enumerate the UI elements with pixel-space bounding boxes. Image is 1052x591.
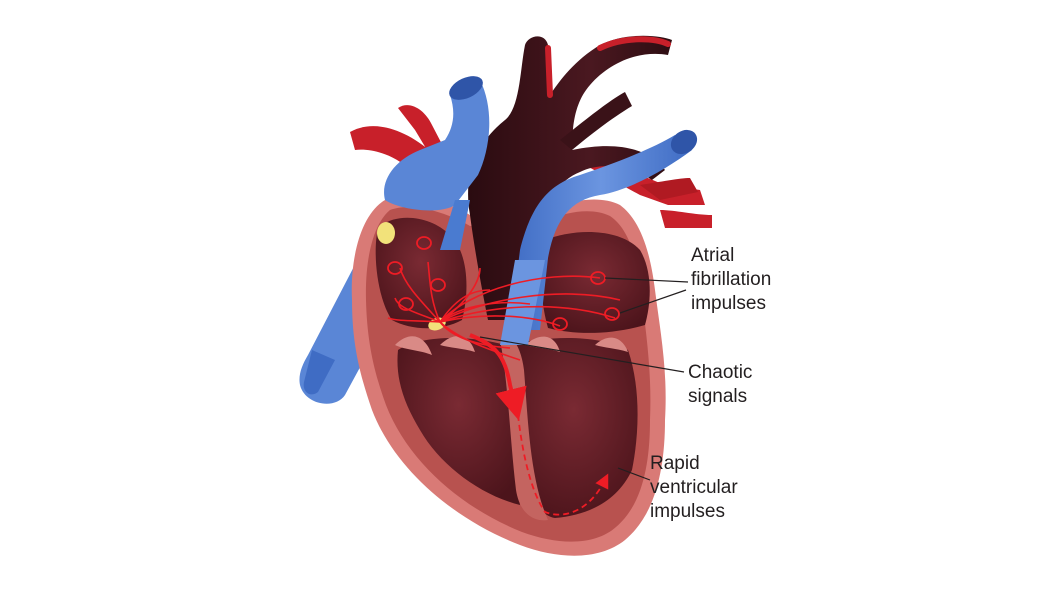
left-ventricle [510,338,638,518]
swirl-4 [398,297,414,311]
fibrillation-swirls [387,236,620,331]
aorta-highlights [545,36,671,98]
chaotic-impulse-lines [387,261,621,361]
superior-vena-cava [384,76,490,250]
swirl-6 [552,317,568,331]
label-line: impulses [691,293,766,314]
leader-af-2 [619,289,687,314]
leader-rapid [617,467,651,481]
label-line: Rapid [650,453,700,474]
right-ventricle [397,338,520,505]
septum [500,338,548,521]
label-atrial-fibrillation-impulses: Atrial fibrillation impulses [691,244,771,316]
label-line: fibrillation [691,269,772,290]
label-chaotic-signals: Chaotic signals [688,361,752,409]
label-line: impulses [650,501,725,522]
leader-af-1 [604,277,689,283]
swirl-7 [604,307,620,321]
swirl-2 [387,261,403,275]
label-line: ventricular [650,477,738,498]
label-line: Chaotic [688,362,753,383]
label-rapid-ventricular-impulses: Rapid ventricular impulses [650,452,738,524]
label-line: signals [688,386,748,407]
leader-chaotic [479,336,685,373]
swirl-3 [430,278,446,292]
leader-lines [479,277,689,481]
label-line: Atrial [691,245,735,266]
swirl-1 [416,236,432,250]
sa-node [377,222,395,244]
conduction-path [469,333,609,516]
aorta [468,35,672,321]
